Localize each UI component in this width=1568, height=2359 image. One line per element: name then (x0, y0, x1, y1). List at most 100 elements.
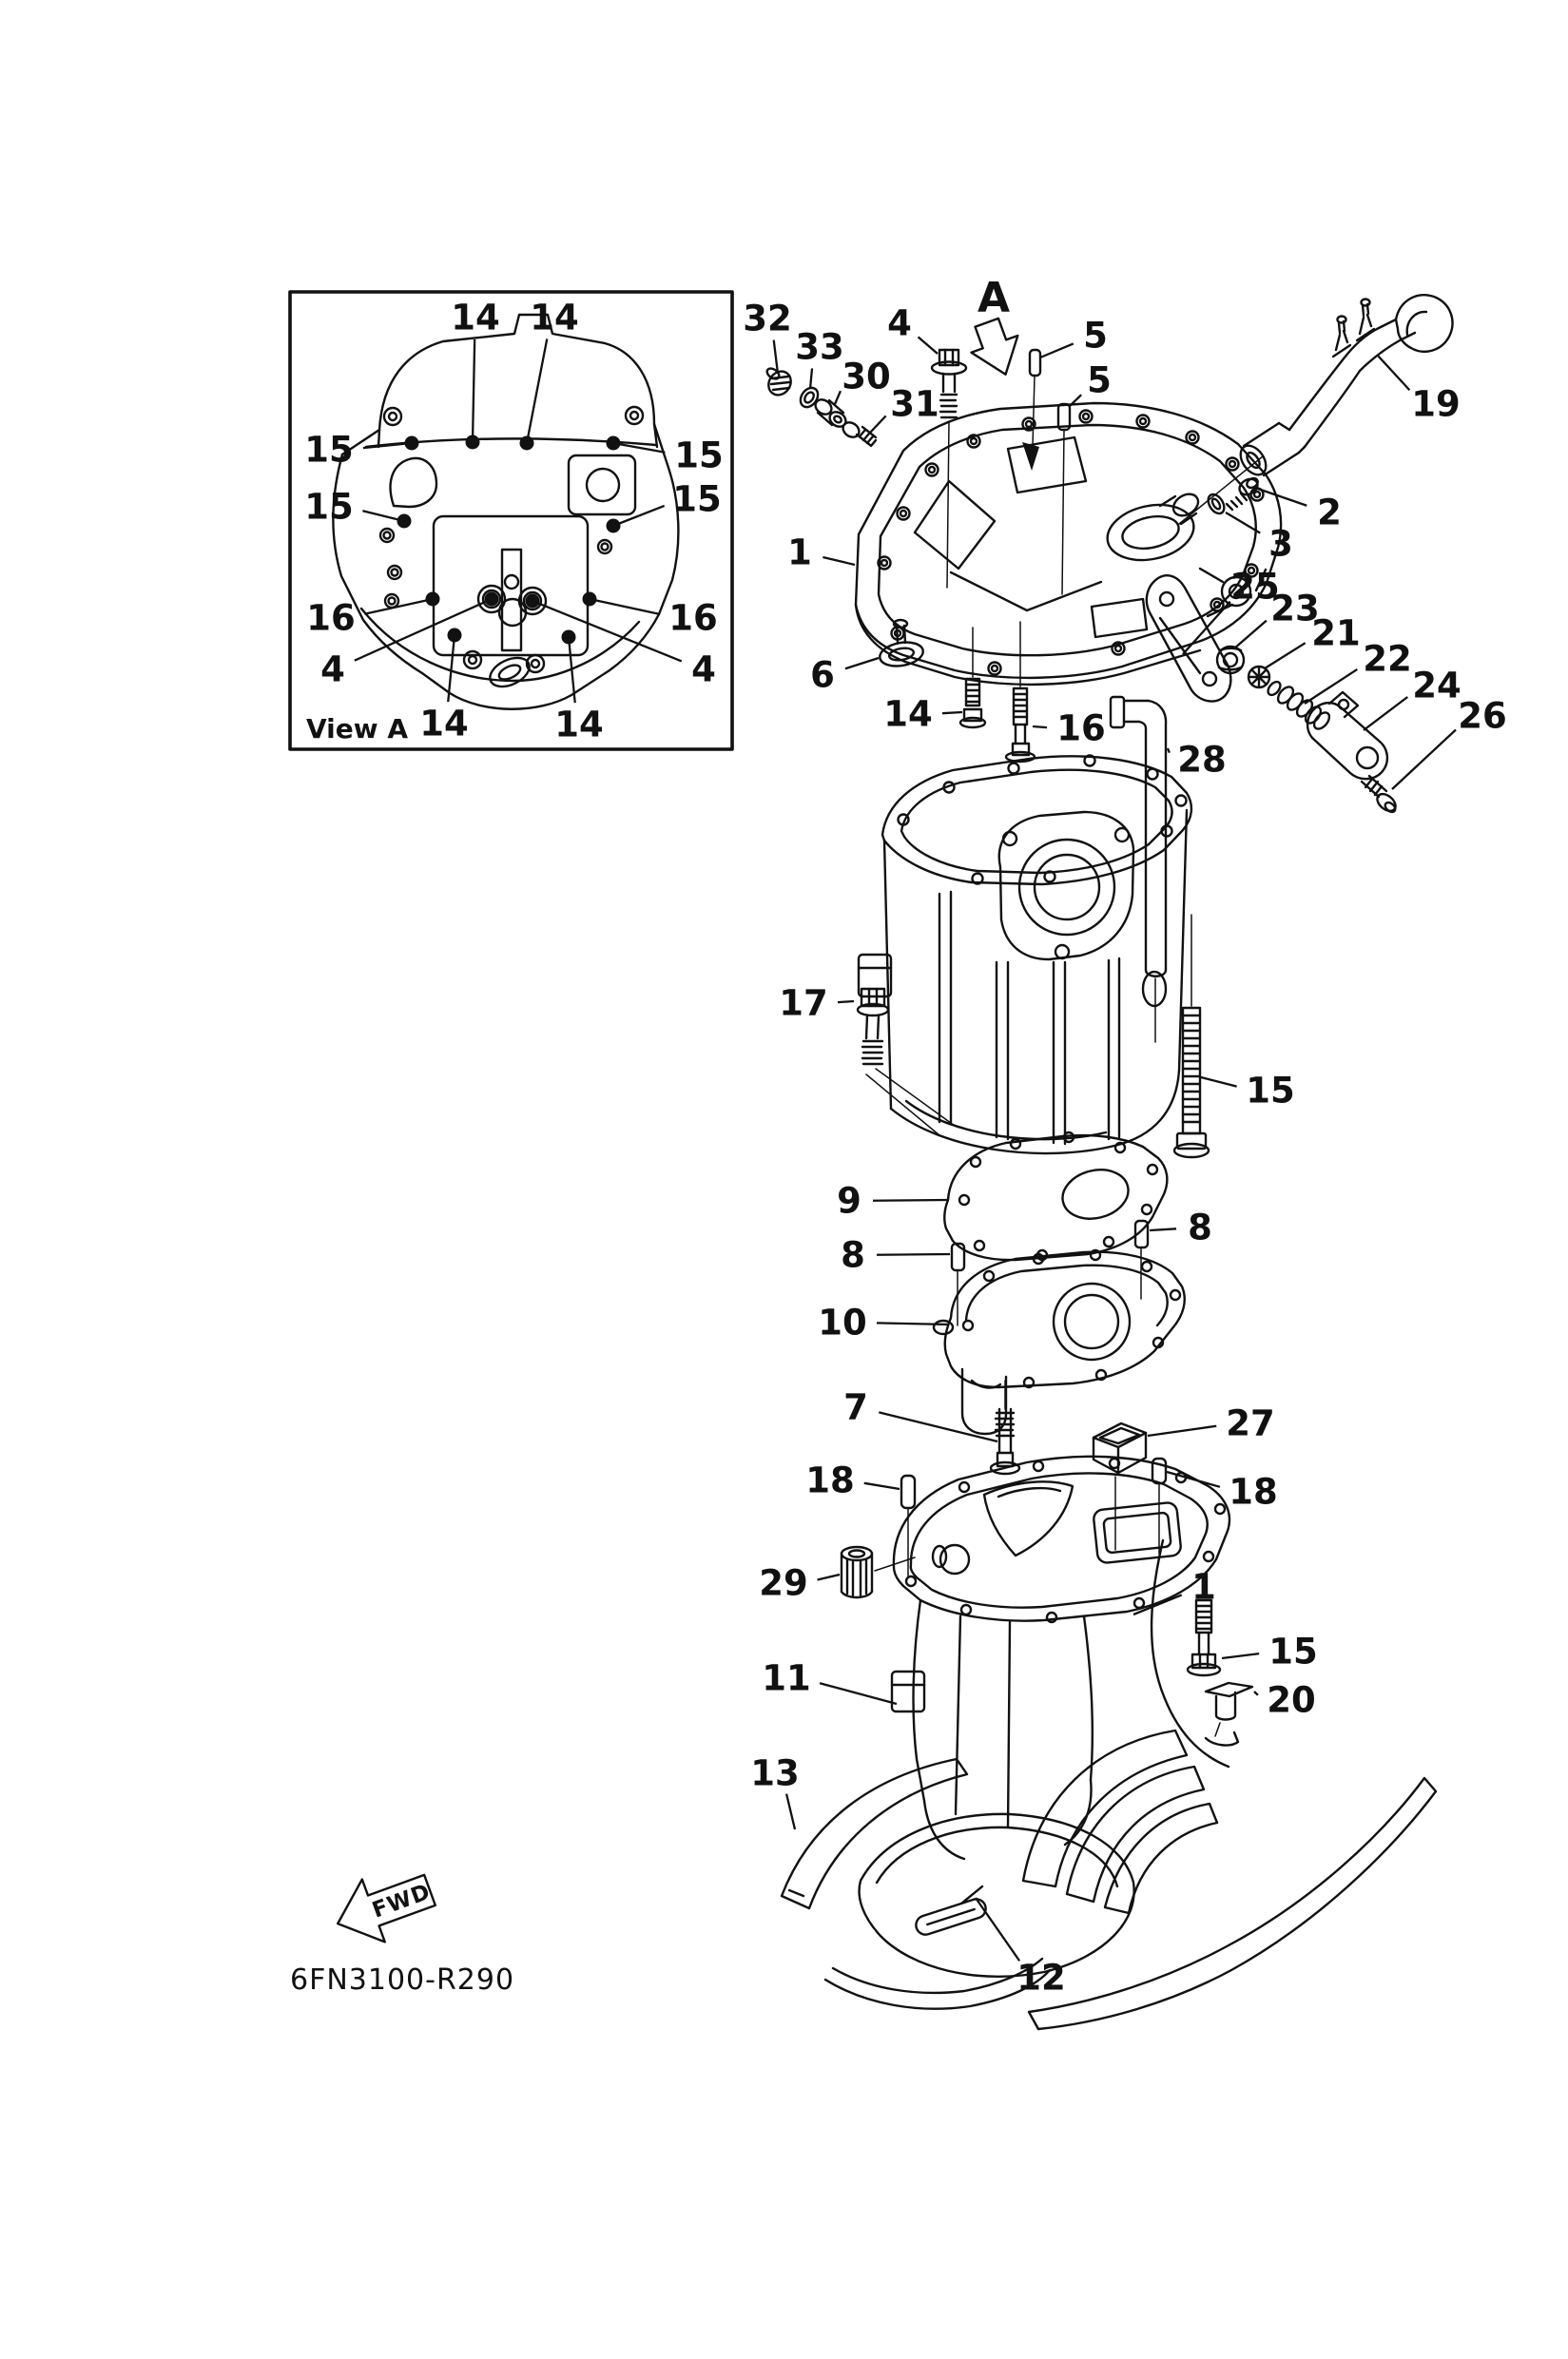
callout-label-26: 26 (1458, 696, 1507, 737)
callout-label-4: 4 (691, 649, 716, 690)
callout-leader (1032, 725, 1048, 729)
callout-leader (941, 710, 963, 715)
view-a-inset-art (288, 290, 734, 751)
bolt-hole-dot (606, 435, 621, 451)
bolt-hole-dot (484, 591, 499, 607)
bolt-hole-dot (525, 593, 540, 609)
callout-leader (1253, 1691, 1259, 1696)
callout-label-30: 30 (842, 357, 891, 397)
shift-bracket-25-art (1145, 574, 1232, 703)
callout-leader (532, 599, 683, 663)
callout-leader (876, 1322, 950, 1326)
callout-leader (1391, 728, 1457, 790)
callout-leader (876, 1252, 951, 1256)
callout-leader (1166, 1470, 1221, 1488)
callout-leader (1304, 667, 1358, 705)
bolt-17-art (856, 987, 956, 1136)
middle-casing-art (857, 754, 1193, 1155)
callout-leader (354, 597, 493, 662)
callout-label-21: 21 (1311, 613, 1361, 654)
callout-leader (863, 1481, 900, 1491)
callout-label-16: 16 (668, 598, 718, 639)
callout-leader (869, 415, 887, 434)
callout-label-16: 16 (1056, 708, 1106, 749)
bolt-4-art (930, 348, 968, 589)
callout-leader (1225, 512, 1261, 534)
callout-leader (612, 441, 666, 454)
callout-label-25: 25 (1230, 567, 1280, 608)
callout-label-24: 24 (1412, 666, 1462, 706)
exhaust-slats-art (1021, 1729, 1219, 1915)
callout-leader (567, 636, 576, 704)
bolt-hole-dot (404, 435, 419, 451)
callout-label-1: 1 (787, 532, 812, 573)
dowel-pin-5b-art (1056, 402, 1072, 595)
callout-label-16: 16 (306, 598, 356, 639)
callout-leader (1221, 1652, 1260, 1660)
callout-label-14: 14 (530, 298, 579, 338)
callout-label-22: 22 (1363, 639, 1412, 680)
callout-label-18: 18 (1229, 1472, 1278, 1513)
callout-label-6: 6 (810, 655, 835, 696)
callout-label-11: 11 (762, 1658, 811, 1699)
callout-leader (447, 634, 456, 703)
bolt-15-lower-art (1186, 1598, 1222, 1677)
upper-casing-art (854, 401, 1283, 686)
bolt-7-art (989, 1380, 1021, 1476)
bolt-2-art (1225, 476, 1259, 512)
callout-leader (1264, 642, 1307, 669)
callout-leader (1233, 619, 1268, 649)
callout-label-15: 15 (674, 435, 724, 476)
callout-leader (1132, 1594, 1183, 1616)
oil-pan-10-art (932, 1248, 1186, 1436)
water-tube-19-art (1178, 294, 1454, 525)
callout-label-10: 10 (818, 1303, 867, 1344)
bolt-hole-dot (465, 435, 480, 450)
callout-leader (833, 390, 842, 405)
drawing-code: 6FN3100-R290 (290, 1963, 514, 1997)
bolt-hole-dot (582, 591, 597, 607)
callout-label-3: 3 (1268, 524, 1293, 565)
damper-27-art (1092, 1421, 1148, 1551)
callout-label-15: 15 (304, 487, 354, 528)
callout-leader (471, 338, 476, 443)
plug-32-art (765, 367, 792, 396)
lower-casing-11-art (890, 1455, 1231, 1861)
callout-leader (1039, 342, 1074, 359)
callout-leader (1254, 486, 1307, 507)
callout-leader (589, 597, 660, 615)
detent-cap-23-art (1215, 645, 1246, 675)
callout-leader (808, 368, 814, 390)
gasket-9-art (943, 1131, 1169, 1262)
dowel-pin-18b-art (1151, 1457, 1168, 1555)
anode-20-art (1204, 1681, 1254, 1747)
fwd-arrow-art (336, 1873, 436, 1943)
callout-label-15: 15 (304, 430, 354, 471)
dowel-pin-8a-art (950, 1242, 966, 1326)
callout-leader (1363, 696, 1408, 731)
callout-label-15: 15 (1246, 1071, 1295, 1112)
callout-leader (1377, 355, 1411, 392)
callout-leader (1147, 1424, 1217, 1438)
callout-leader (362, 441, 413, 450)
callout-label-14: 14 (883, 694, 933, 735)
apron-12-art (823, 1776, 1438, 2031)
callout-label-32: 32 (743, 299, 792, 339)
callout-leader (872, 1198, 948, 1202)
callout-leader (784, 1793, 797, 1830)
callout-leader (837, 999, 855, 1004)
callout-label-5: 5 (1083, 316, 1108, 357)
bolt-31-art (842, 421, 878, 448)
bolt-26-art (1360, 774, 1397, 814)
callout-label-15: 15 (1268, 1632, 1318, 1673)
callout-leader (917, 336, 939, 355)
callout-label-9: 9 (837, 1181, 861, 1222)
grommet-29-art (840, 1545, 916, 1599)
callout-label-33: 33 (795, 327, 844, 368)
bolt-hole-dot (606, 518, 621, 533)
bolt-hole-dot (561, 629, 576, 645)
callout-label-14: 14 (451, 298, 500, 338)
callout-label-2: 2 (1317, 493, 1342, 533)
callout-leader (1068, 394, 1082, 408)
callout-label-28: 28 (1177, 740, 1227, 781)
